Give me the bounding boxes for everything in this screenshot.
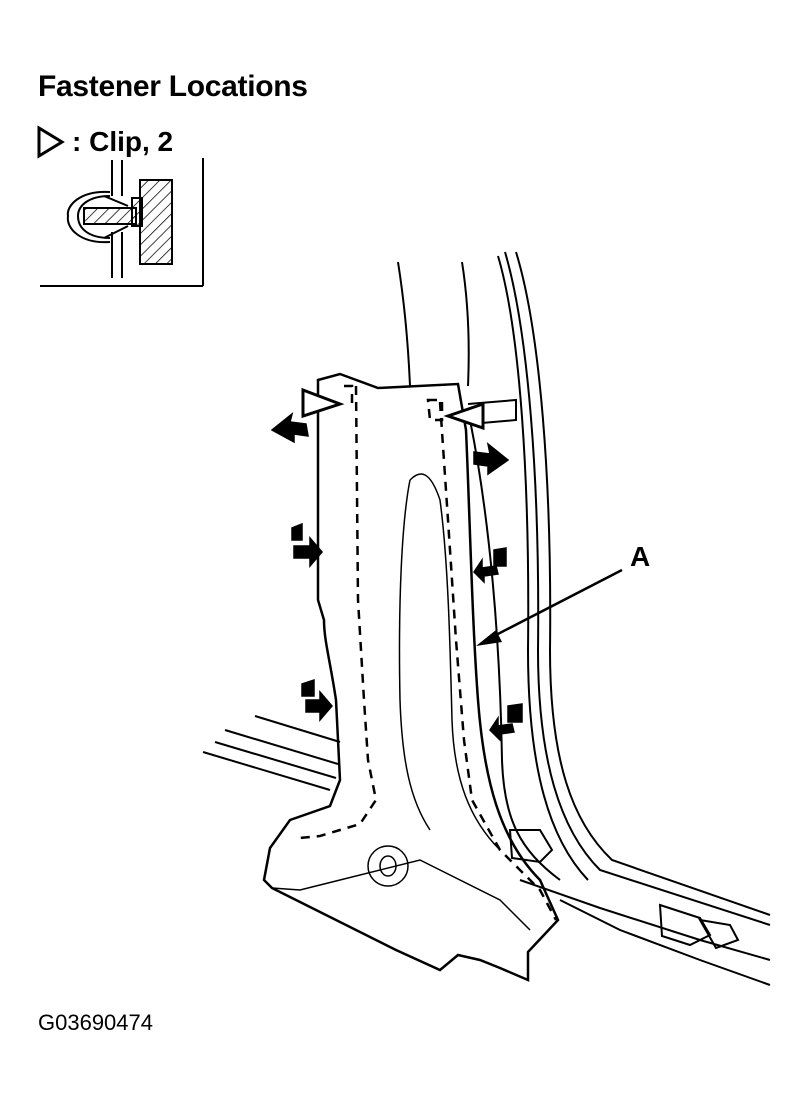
arrow-left-top: [270, 412, 309, 444]
arrow-right-mid: [473, 547, 507, 584]
clip-detail-inset: [40, 158, 204, 287]
open-triangle-icon: [37, 125, 65, 159]
body-pillar-structure: [202, 251, 771, 986]
arrow-left-low: [301, 678, 333, 723]
callout-label-a: A: [630, 541, 651, 572]
trim-hidden-edge: [299, 384, 558, 921]
clip-triangle-left: [301, 387, 345, 419]
trim-inner-contour: [271, 473, 531, 931]
removal-arrows: [270, 412, 523, 742]
arrow-left-mid: [291, 522, 323, 569]
clip-triangle-right: [443, 401, 485, 431]
arrow-right-low: [489, 703, 523, 742]
legend-clip-text: : Clip, 2: [72, 126, 174, 157]
callout-leader-a: [476, 568, 623, 646]
diagram-title: Fastener Locations: [38, 70, 308, 103]
legend-clip: : Clip, 2: [36, 124, 173, 160]
pillar-trim-panel: [262, 372, 560, 982]
arrow-right-top: [473, 442, 510, 476]
figure-id: G03690474: [38, 1010, 153, 1035]
